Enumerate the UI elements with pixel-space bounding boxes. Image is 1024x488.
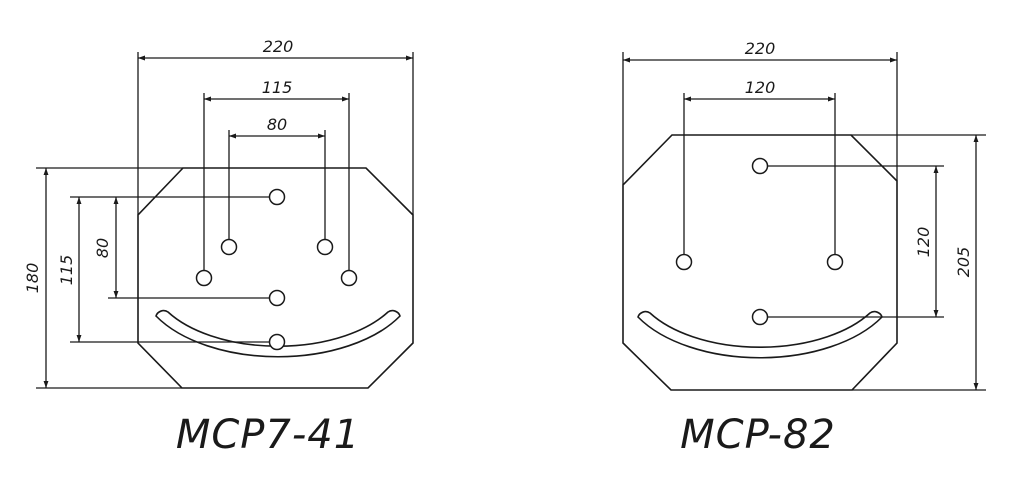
model-label: MCP-82	[680, 412, 836, 458]
dim-overall-height: 205	[954, 247, 973, 278]
hole	[340, 269, 358, 287]
dim-hole-spacing-inner: 80	[267, 115, 287, 134]
plate-mcp-82: 220 120 120 205 MCP-82	[622, 39, 986, 458]
hole	[675, 253, 693, 271]
dim-vertical-outer: 115	[57, 255, 76, 286]
hole	[268, 289, 286, 307]
hole	[220, 238, 238, 256]
hole	[316, 238, 334, 256]
dim-hole-spacing-outer: 115	[262, 78, 293, 97]
mounting-holes	[675, 157, 844, 326]
dim-vertical-inner: 80	[93, 238, 112, 258]
dim-hole-spacing: 120	[745, 78, 776, 97]
arc-slot	[155, 309, 401, 358]
dimension-lines	[43, 55, 413, 388]
dim-overall-width: 220	[745, 39, 776, 58]
dim-vertical-spacing: 120	[914, 227, 933, 258]
arc-slot	[637, 310, 883, 359]
extension-lines	[622, 52, 986, 391]
hole	[751, 157, 769, 175]
extension-lines	[36, 52, 414, 389]
hole	[826, 253, 844, 271]
dim-overall-height: 180	[23, 263, 42, 294]
plate-mcp7-41: 220 115 80 180 115 80 MCP7-41	[23, 37, 414, 458]
dimension-lines	[623, 57, 979, 390]
hole	[268, 188, 286, 206]
dim-overall-width: 220	[263, 37, 294, 56]
hole	[195, 269, 213, 287]
model-label: MCP7-41	[176, 412, 360, 458]
hole	[268, 333, 286, 351]
plate-outline	[137, 167, 414, 389]
hole	[751, 308, 769, 326]
mounting-holes	[195, 188, 358, 351]
